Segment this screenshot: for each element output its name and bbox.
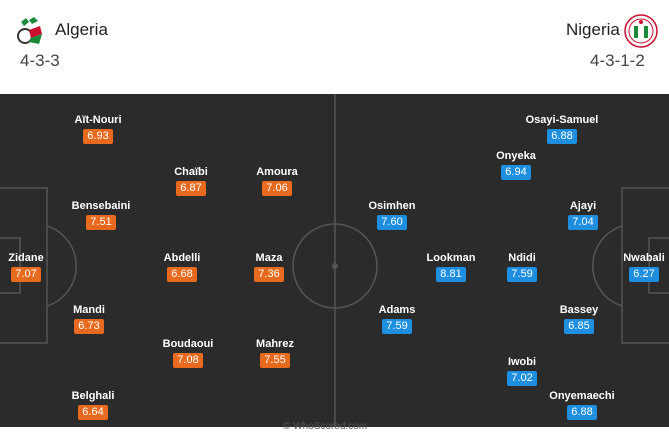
player-abdelli[interactable]: Abdelli 6.68 (137, 252, 227, 282)
pitch-lines (0, 94, 669, 427)
player-osimhen[interactable]: Osimhen 7.60 (347, 200, 437, 230)
player-name: Ajayi (569, 200, 597, 212)
player-rating: 7.59 (507, 267, 537, 282)
player-rating: 6.85 (564, 319, 594, 334)
player-name: Aït-Nouri (74, 114, 122, 126)
player-rating: 6.93 (83, 129, 113, 144)
player-name: Zidane (8, 252, 44, 264)
player-name: Maza (255, 252, 283, 264)
player-nwabali[interactable]: Nwabali 6.27 (599, 252, 669, 282)
player-ajayi[interactable]: Ajayi 7.04 (538, 200, 628, 230)
player-rating: 7.04 (568, 215, 598, 230)
player-belghali[interactable]: Belghali 6.64 (48, 390, 138, 420)
player-name: Osimhen (368, 200, 416, 212)
player-name: Nwabali (623, 252, 665, 264)
player-onyeka[interactable]: Onyeka 6.94 (471, 150, 561, 180)
player-rating: 7.60 (377, 215, 407, 230)
player-rating: 8.81 (436, 267, 466, 282)
player-lookman[interactable]: Lookman 8.81 (406, 252, 496, 282)
away-formation: 4-3-1-2 (590, 51, 645, 70)
player-name: Onyemaechi (549, 390, 615, 402)
player-name: Amoura (256, 166, 298, 178)
player-name: Boudaoui (162, 338, 214, 350)
player-rating: 7.08 (173, 353, 203, 368)
player-rating: 7.36 (254, 267, 284, 282)
player-rating: 6.87 (176, 181, 206, 196)
player-name: Ndidi (508, 252, 536, 264)
player-ndidi[interactable]: Ndidi 7.59 (477, 252, 567, 282)
player-rating: 7.07 (11, 267, 41, 282)
player-name: Belghali (71, 390, 115, 402)
player-rating: 7.59 (382, 319, 412, 334)
player-iwobi[interactable]: Iwobi 7.02 (477, 356, 567, 386)
player-name: Chaïbi (174, 166, 208, 178)
player-boudaoui[interactable]: Boudaoui 7.08 (143, 338, 233, 368)
player-rating: 6.88 (567, 405, 597, 420)
player-rating: 7.55 (260, 353, 290, 368)
nigeria-crest-icon (624, 14, 658, 48)
player-rating: 7.06 (262, 181, 292, 196)
away-team-name[interactable]: Nigeria (566, 20, 620, 39)
player-name: Mandi (73, 304, 105, 316)
player-rating: 6.64 (78, 405, 108, 420)
player-rating: 6.88 (547, 129, 577, 144)
player-name: Lookman (426, 252, 476, 264)
player-rating: 7.51 (86, 215, 116, 230)
player-name: Bassey (559, 304, 599, 316)
player-name: Mahrez (256, 338, 294, 350)
algeria-crest-icon (12, 14, 46, 48)
player-rating: 7.02 (507, 371, 537, 386)
player-name: Osayi-Samuel (525, 114, 599, 126)
player-mahrez[interactable]: Mahrez 7.55 (230, 338, 320, 368)
player-rating: 6.68 (167, 267, 197, 282)
player-name: Adams (378, 304, 416, 316)
home-team-name[interactable]: Algeria (55, 20, 108, 39)
home-formation: 4-3-3 (20, 51, 60, 70)
match-header: Algeria 4-3-3 Nigeria 4-3-1-2 (0, 0, 669, 94)
player-rating: 6.27 (629, 267, 659, 282)
player-amoura[interactable]: Amoura 7.06 (232, 166, 322, 196)
player-adams[interactable]: Adams 7.59 (352, 304, 442, 334)
player-name: Abdelli (163, 252, 201, 264)
player-bassey[interactable]: Bassey 6.85 (534, 304, 624, 334)
player-rating: 6.94 (501, 165, 531, 180)
player-osayi-samuel[interactable]: Osayi-Samuel 6.88 (517, 114, 607, 144)
player-mandi[interactable]: Mandi 6.73 (44, 304, 134, 334)
player-maza[interactable]: Maza 7.36 (224, 252, 314, 282)
player-rating: 6.73 (74, 319, 104, 334)
player-bensebaini[interactable]: Bensebaini 7.51 (56, 200, 146, 230)
player-zidane[interactable]: Zidane 7.07 (0, 252, 71, 282)
player-ait-nouri[interactable]: Aït-Nouri 6.93 (53, 114, 143, 144)
pitch: Aït-Nouri 6.93 Chaïbi 6.87 Amoura 7.06 B… (0, 94, 669, 427)
player-onyemaechi[interactable]: Onyemaechi 6.88 (537, 390, 627, 420)
player-name: Bensebaini (71, 200, 131, 212)
player-chaibi[interactable]: Chaïbi 6.87 (146, 166, 236, 196)
player-name: Onyeka (496, 150, 536, 162)
player-name: Iwobi (507, 356, 537, 368)
